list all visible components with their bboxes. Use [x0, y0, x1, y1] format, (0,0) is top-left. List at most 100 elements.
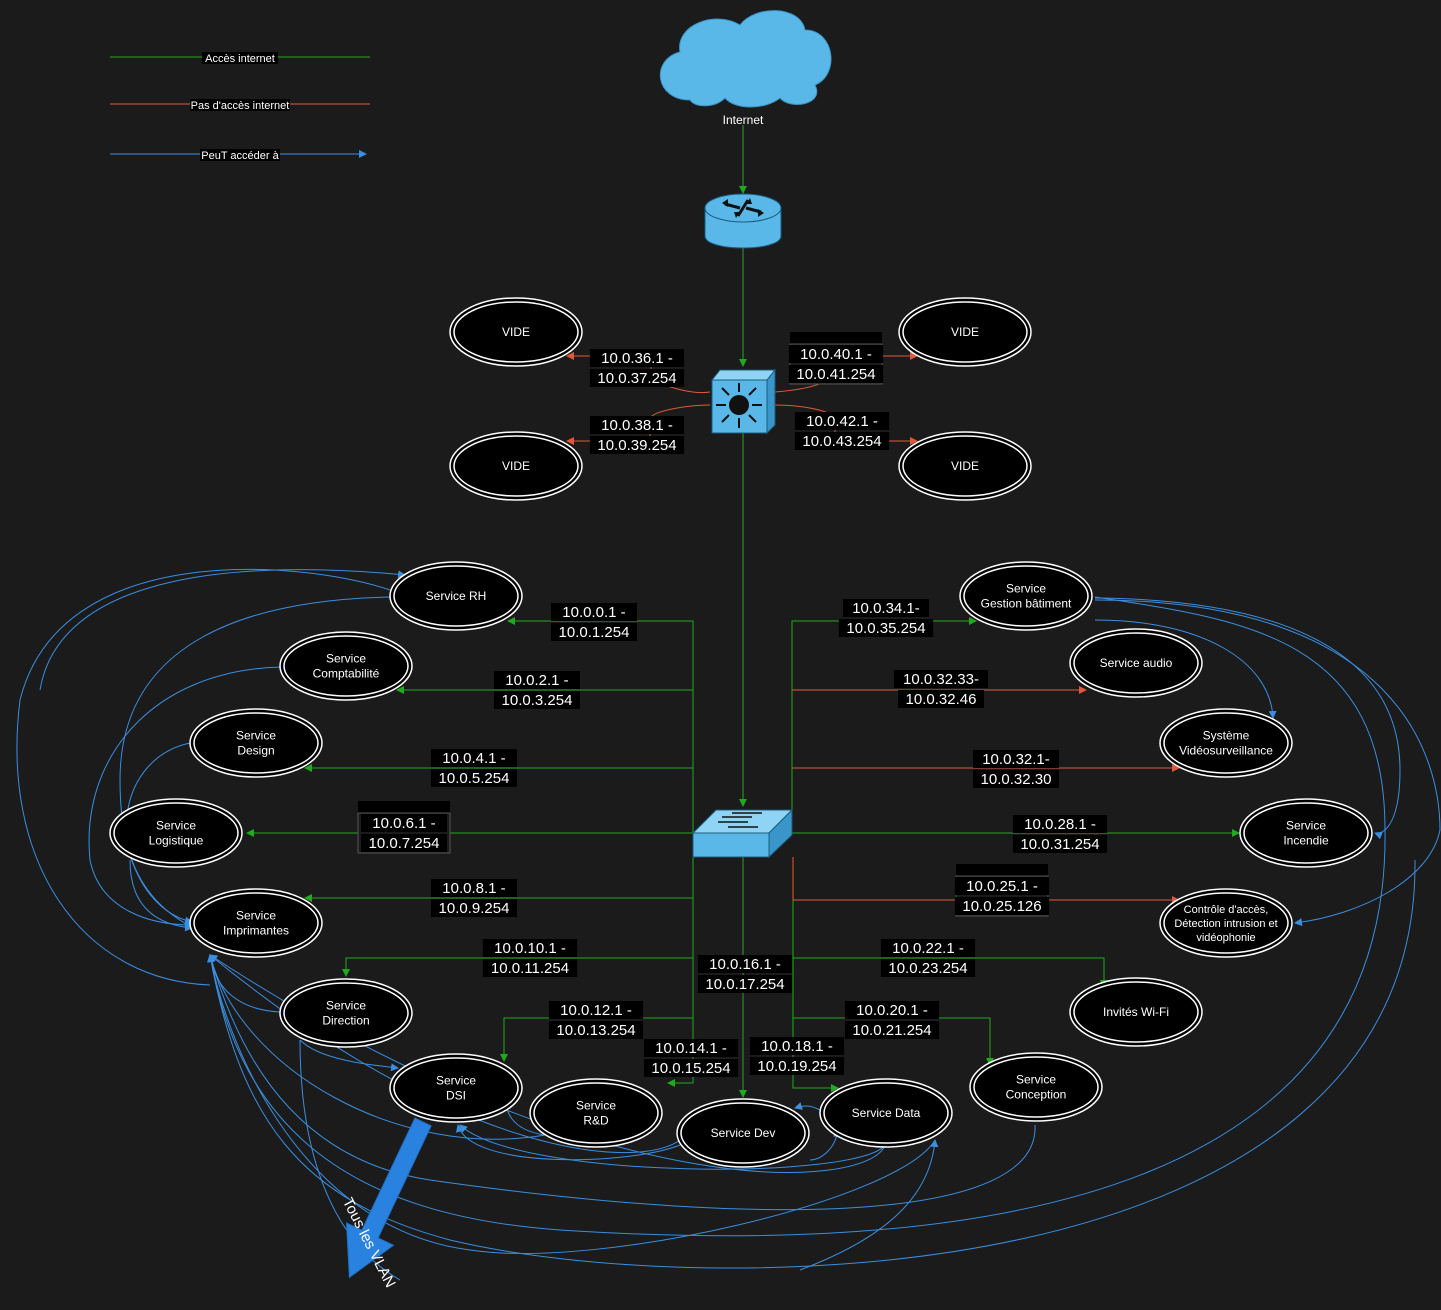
label-bg	[898, 690, 984, 708]
subnet-label-wifi: 10.0.22.1 -10.0.23.254	[880, 939, 976, 977]
subnet-range-text: 10.0.15.254	[651, 1060, 730, 1077]
label-bg	[548, 1001, 644, 1019]
label-bg	[1012, 835, 1108, 853]
subnet-label-dsi: 10.0.12.1 -10.0.13.254	[548, 1001, 644, 1039]
subnet-label-logistique: 10.0.6.1 -10.0.7.254	[357, 801, 451, 854]
subnet-range-text: 10.0.32.30	[981, 771, 1052, 788]
node-label: Imprimantes	[223, 924, 289, 938]
access-link	[299, 1039, 399, 1072]
node-label: Vidéosurveillance	[1179, 744, 1273, 758]
node-label: Service	[326, 652, 366, 666]
label-bg	[494, 671, 580, 689]
label-bg	[893, 670, 989, 688]
subnet-range-text: 10.0.9.254	[439, 900, 510, 917]
subnet-label-audio: 10.0.32.33-10.0.32.46	[893, 670, 989, 708]
subnet-range-text: 10.0.21.254	[852, 1022, 931, 1039]
node-label: Service	[576, 1099, 616, 1113]
label-bg	[844, 1001, 940, 1019]
label-bg	[548, 1021, 644, 1039]
subnet-range-text: 10.0.14.1 -	[655, 1040, 727, 1057]
node-vide3: VIDE	[449, 431, 583, 501]
subnet-label-rh: 10.0.0.1 - 10.0.1.254	[551, 603, 637, 641]
label-bg	[431, 899, 517, 917]
node-inner-ring	[963, 565, 1089, 627]
subnet-range-text: 10.0.17.254	[705, 976, 784, 993]
node-rh: Service RH	[389, 561, 523, 631]
node-inner-ring	[680, 1102, 806, 1164]
node-inner-ring	[393, 1057, 519, 1119]
label-bg	[697, 955, 793, 973]
label-header-bar	[790, 332, 882, 344]
node-inner-ring	[113, 802, 239, 864]
subnet-label-imprimantes: 10.0.8.1 - 10.0.9.254	[431, 879, 517, 917]
subnet-range-text: 10.0.19.254	[757, 1058, 836, 1075]
legend-access: PeuT accéder à	[110, 149, 367, 162]
node-inner-ring	[1073, 632, 1199, 694]
subnet-range-text: 10.0.1.254	[559, 624, 630, 641]
node-inner-ring	[453, 301, 579, 363]
subnet-range-text: 10.0.13.254	[556, 1022, 635, 1039]
label-bg	[954, 877, 1050, 895]
label-bg	[589, 349, 685, 367]
access-link	[1094, 619, 1277, 719]
access-link	[119, 596, 391, 925]
node-label: Direction	[322, 1014, 369, 1028]
label-header-bar	[358, 801, 450, 813]
subnet-label-conception: 10.0.20.1 -10.0.21.254	[844, 1001, 940, 1039]
subnet-label-vide1: 10.0.36.1 -10.0.37.254	[589, 349, 685, 387]
node-label: VIDE	[502, 459, 530, 473]
node-label: DSI	[446, 1089, 466, 1103]
subnet-range-text: 10.0.8.1 -	[442, 880, 505, 897]
subnet-range-text: 10.0.16.1 -	[709, 956, 781, 973]
label-bg	[838, 619, 934, 637]
link-direction	[342, 857, 694, 977]
label-bg	[551, 623, 637, 641]
label-bg	[431, 769, 517, 787]
legend-internet-label: Accès internet	[205, 53, 275, 65]
subnet-range-text: 10.0.42.1 -	[806, 413, 878, 430]
label-bg	[954, 897, 1050, 915]
label-bg	[589, 369, 685, 387]
node-label: Détection intrusion et	[1174, 918, 1277, 930]
subnet-range-text: 10.0.37.254	[597, 370, 676, 387]
node-label: Comptabilité	[313, 667, 380, 681]
subnet-range-text: 10.0.25.126	[962, 898, 1041, 915]
node-inner-ring	[902, 301, 1028, 363]
label-bg	[494, 691, 580, 709]
subnet-label-vide3: 10.0.38.1 -10.0.39.254	[589, 416, 685, 454]
label-bg	[643, 1039, 739, 1057]
subnet-range-text: 10.0.25.1 -	[966, 878, 1038, 895]
legend-nointernet: Pas d'accès internet	[110, 99, 370, 112]
node-label: vidéophonie	[1196, 932, 1255, 944]
subnet-range-text: 10.0.18.1 -	[761, 1038, 833, 1055]
label-bg	[482, 959, 578, 977]
node-inner-ring	[393, 565, 519, 627]
access-link	[207, 954, 546, 1140]
label-bg	[589, 416, 685, 434]
access-link	[1094, 597, 1401, 840]
access-link	[207, 596, 1386, 1237]
link-rh	[507, 617, 694, 857]
label-bg	[361, 814, 447, 832]
subnet-range-text: 10.0.40.1 -	[800, 346, 872, 363]
access-link	[209, 954, 886, 1173]
label-bg	[880, 959, 976, 977]
legend-label-bg	[202, 52, 278, 64]
node-data: Service Data	[819, 1078, 953, 1148]
link-batiment	[791, 617, 977, 810]
access-link	[209, 859, 1416, 1269]
node-inner-ring	[1163, 892, 1289, 954]
subnet-range-text: 10.0.0.1 -	[562, 604, 625, 621]
subnet-range-text: 10.0.32.46	[906, 691, 977, 708]
node-inner-ring	[193, 712, 319, 774]
node-inner-ring	[823, 1082, 949, 1144]
node-acces: Contrôle d'accès,Détection intrusion etv…	[1159, 888, 1293, 958]
node-label: Conception	[1006, 1088, 1067, 1102]
subnet-label-acces: 10.0.25.1 - 10.0.25.126	[954, 864, 1050, 917]
